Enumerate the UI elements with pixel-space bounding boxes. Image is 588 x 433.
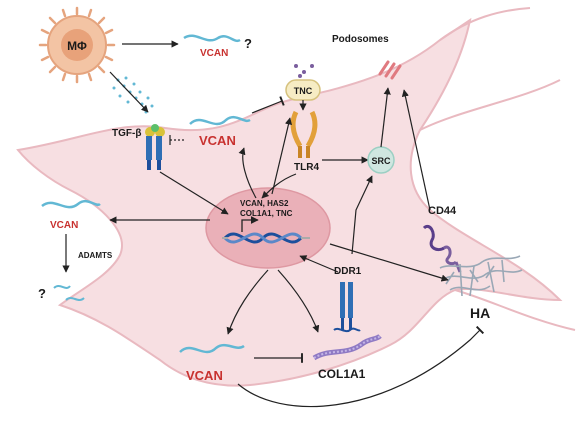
vcan-label-bottom: VCAN: [186, 368, 223, 383]
vcan-fragment-icon: [53, 285, 85, 301]
inhibit-vcan-tnc: [251, 96, 285, 114]
inhibit-vcan-ha: [237, 325, 485, 408]
macrophage-label: MΦ: [67, 39, 87, 53]
cell-protrusion: [439, 7, 531, 41]
ddr1-receptor-icon: [333, 282, 361, 333]
tlr4-label: TLR4: [294, 162, 319, 173]
arrow-nucleus-vcan-bottom: [226, 269, 269, 335]
question-mark-left: ?: [38, 286, 46, 301]
nucleus-genes-line1: VCAN, HAS2: [240, 199, 289, 208]
col1a1-fiber-icon: [312, 334, 382, 361]
vcan-label-left: VCAN: [50, 220, 78, 231]
tgfb-particles: [112, 76, 154, 114]
vcan-label-top: VCAN: [200, 48, 228, 59]
nucleus: [205, 187, 331, 269]
tlr4-receptor-icon: [290, 110, 318, 158]
cd44-label: CD44: [428, 205, 457, 217]
src-label: SRC: [371, 156, 391, 166]
arrow-nucleus-tnc: [271, 117, 293, 195]
vcan-label-middle: VCAN: [199, 133, 236, 148]
tnc-particles: [294, 64, 314, 78]
dna-icon: [222, 232, 310, 244]
nucleus-genes-line2: COL1A1, TNC: [240, 209, 293, 218]
promoter-arrow: [241, 216, 259, 232]
arrow-src-podosomes: [380, 87, 391, 148]
cell-protrusion: [419, 79, 561, 131]
vcan-strand-icon: [179, 343, 245, 354]
vcan-strand-icon: [183, 34, 241, 43]
arrow-tlr4-nucleus: [261, 173, 297, 199]
podosomes-label: Podosomes: [332, 34, 389, 45]
ha-icon: [439, 255, 523, 297]
podosome-icon: [378, 60, 402, 80]
macrophage-icon: [38, 6, 116, 84]
ha-label: HA: [470, 305, 490, 321]
cell-protrusion: [454, 289, 576, 331]
arrow-nucleus-col1a1: [277, 269, 320, 333]
arrow-ddr1-nucleus: [299, 255, 339, 273]
vcan-strand-icon: [41, 199, 101, 209]
adamts-label: ADAMTS: [78, 251, 113, 260]
tgfb-receptor-icon: [145, 124, 165, 170]
question-mark-top: ?: [244, 36, 252, 51]
arrow-ddr1-src: [351, 175, 373, 255]
tgfb-label: TGF-β: [112, 128, 141, 139]
arrow-nucleus-vcan: [238, 147, 257, 199]
vcan-strand-icon: [189, 115, 251, 126]
col1a1-label: COL1A1: [318, 367, 366, 381]
arrow-macrophage-tgfb: [109, 71, 149, 113]
arrow-tgfb-nucleus: [159, 171, 229, 215]
tnc-label: TNC: [294, 86, 313, 96]
ddr1-label: DDR1: [334, 266, 362, 277]
arrow-cd44-podosomes: [401, 89, 431, 211]
arrow-nucleus-ha: [329, 243, 449, 282]
